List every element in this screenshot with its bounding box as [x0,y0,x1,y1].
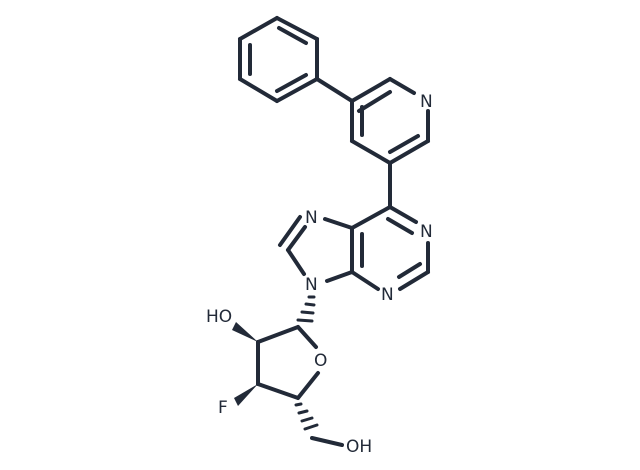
bond [388,139,430,165]
bond [323,217,354,230]
hashed-bond [296,295,316,323]
bond [398,270,430,291]
fluorine-label: F [218,398,228,418]
double-bond [275,73,308,93]
imidazole-n7-label: N [305,208,318,228]
hash [296,318,314,323]
bond [238,16,279,41]
double-bond [278,215,302,247]
double-bond [397,262,422,279]
hash [294,402,303,407]
hash [300,310,315,315]
pyridine-nitrogen-label: N [420,92,433,112]
bond [310,436,344,447]
bond [286,225,307,252]
double-bond [388,134,420,154]
furanose-ring [256,325,320,400]
hash [303,423,319,431]
hash [300,416,314,423]
bond [350,139,392,165]
bond [388,205,418,224]
hash [304,302,316,307]
double-bond [357,90,392,113]
phenyl-ring [238,16,319,103]
bond [238,77,279,103]
wedge-bond [232,322,258,342]
pyridine-ring [350,77,430,165]
bond [275,77,319,103]
bond [350,270,380,291]
ring-oxygen-label: O [314,351,327,371]
double-bond [277,26,308,45]
bond [296,325,318,349]
bond [388,77,416,95]
pyrimidine-n3-label: N [381,285,394,305]
bond [286,248,306,276]
bond [256,382,300,400]
pyrimidine-n1-label: N [420,222,433,242]
wedge-bond [234,384,258,406]
hashed-bond [294,402,319,431]
bond [275,16,319,41]
hash [297,409,309,415]
bond [350,77,392,103]
bond [296,371,320,400]
bond [315,77,354,103]
double-bond [386,217,414,235]
bond [325,270,354,283]
hydroxyl-label: HO [206,307,232,327]
bond [350,205,392,230]
bond [256,325,300,344]
purine-ring [278,205,430,291]
hydroxymethyl-label: OH [346,437,372,457]
imidazole-n9-label: N [305,275,318,295]
